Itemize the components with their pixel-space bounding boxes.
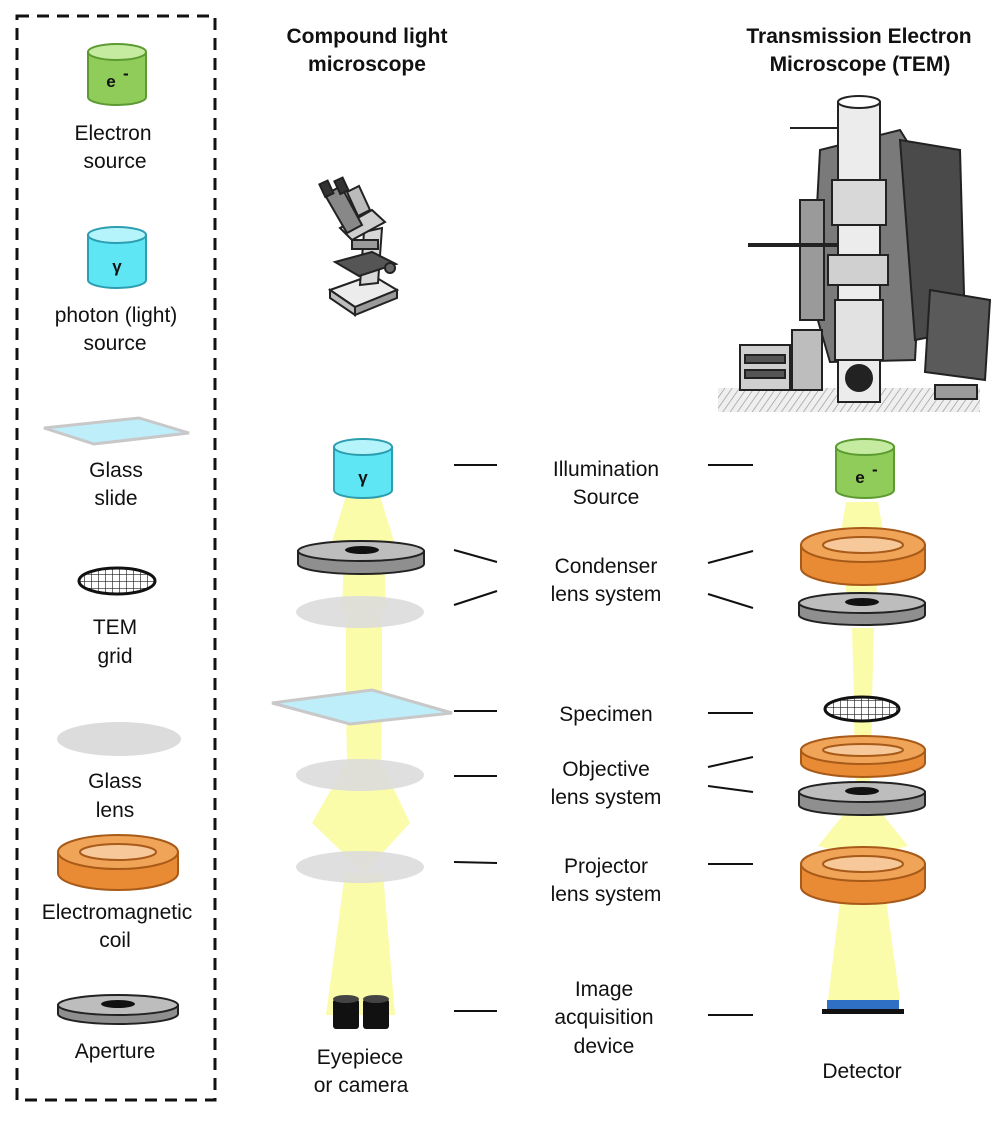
- projector-label-2: lens system: [551, 883, 662, 906]
- detector-label: Detector: [822, 1060, 901, 1083]
- legend-electron-source-label-1: Electron: [74, 122, 151, 145]
- legend-glass-lens-label-1: Glass: [88, 770, 142, 793]
- legend-aperture-label: Aperture: [75, 1040, 156, 1063]
- eyepiece-label-1: Eyepiece: [317, 1046, 403, 1069]
- condenser-label-1: Condenser: [555, 555, 658, 578]
- legend-glass-lens-label-2: lens: [96, 799, 135, 822]
- glass-lens-icon: [57, 722, 181, 756]
- connector-condenser-right-bottom: [707, 593, 754, 609]
- eyepiece-icon: [333, 995, 389, 1029]
- legend-photon-source-label-2: source: [83, 332, 146, 355]
- light-condenser-aperture: [297, 540, 425, 575]
- light-microscope-photon-source: γ: [333, 438, 393, 499]
- tem-source-superscript: -: [872, 460, 878, 479]
- legend-photon-source-label-1: photon (light): [55, 304, 178, 327]
- light-microscope-title-2: microscope: [308, 53, 426, 76]
- electromagnetic-coil-icon: [57, 834, 179, 891]
- connector-condenser-left-top: [453, 549, 498, 563]
- photon-source-icon: γ: [87, 226, 147, 289]
- objective-label-1: Objective: [562, 758, 650, 781]
- objective-label-2: lens system: [551, 786, 662, 809]
- light-projector-lens: [296, 851, 424, 883]
- legend-glass-slide-label-2: slide: [94, 487, 137, 510]
- light-specimen-slide: [271, 688, 453, 726]
- tem-title-1: Transmission Electron: [746, 25, 971, 48]
- light-objective-lens: [296, 759, 424, 791]
- legend-tem-grid-label-1: TEM: [93, 616, 137, 639]
- aperture-icon: [57, 994, 179, 1025]
- illumination-label-1: Illumination: [553, 458, 659, 481]
- light-microscope-illustration: [318, 176, 400, 317]
- acquisition-label-3: device: [574, 1035, 635, 1058]
- acquisition-label-2: acquisition: [554, 1006, 653, 1029]
- tem-source-symbol: e: [855, 468, 864, 487]
- light-microscope-title-1: Compound light: [287, 25, 448, 48]
- eyepiece-label-2: or camera: [314, 1074, 409, 1097]
- detector-icon: [822, 1000, 904, 1014]
- tem-title-2: Microscope (TEM): [770, 53, 951, 76]
- projector-label-1: Projector: [564, 855, 648, 878]
- electron-superscript: -: [123, 64, 129, 83]
- glass-slide-icon: [43, 416, 190, 446]
- tem-electron-source: e -: [835, 438, 895, 499]
- light-condenser-lens: [296, 596, 424, 628]
- acquisition-label-1: Image: [575, 978, 633, 1001]
- illumination-label-2: Source: [573, 486, 640, 509]
- photon-symbol: γ: [112, 257, 122, 276]
- electron-symbol: e: [106, 72, 115, 91]
- legend-em-coil-label-1: Electromagnetic: [42, 901, 193, 924]
- tem-condenser-coil: [800, 527, 926, 586]
- condenser-label-2: lens system: [551, 583, 662, 606]
- tem-projector-coil: [800, 846, 926, 905]
- legend-panel-border: [15, 14, 217, 1102]
- connector-projector-left: [453, 861, 498, 864]
- legend-em-coil-label-2: coil: [99, 929, 131, 952]
- legend-glass-slide-label-1: Glass: [89, 459, 143, 482]
- connector-objective-right-top: [707, 756, 754, 768]
- connector-condenser-right-top: [707, 550, 754, 564]
- light-source-symbol: γ: [358, 468, 368, 487]
- tem-specimen-grid: [823, 695, 901, 723]
- tem-condenser-aperture: [798, 592, 926, 626]
- connector-objective-right-bottom: [707, 785, 754, 793]
- tem-objective-aperture: [798, 781, 926, 816]
- electron-source-icon: e -: [87, 43, 147, 106]
- legend-electron-source-label-2: source: [83, 150, 146, 173]
- specimen-label: Specimen: [559, 703, 652, 726]
- connector-condenser-left-bottom: [453, 590, 498, 606]
- tem-grid-icon: [77, 566, 157, 596]
- tem-illustration: [718, 95, 992, 412]
- tem-objective-coil: [800, 735, 926, 778]
- legend-tem-grid-label-2: grid: [97, 645, 132, 668]
- connector-lines: [453, 464, 754, 1016]
